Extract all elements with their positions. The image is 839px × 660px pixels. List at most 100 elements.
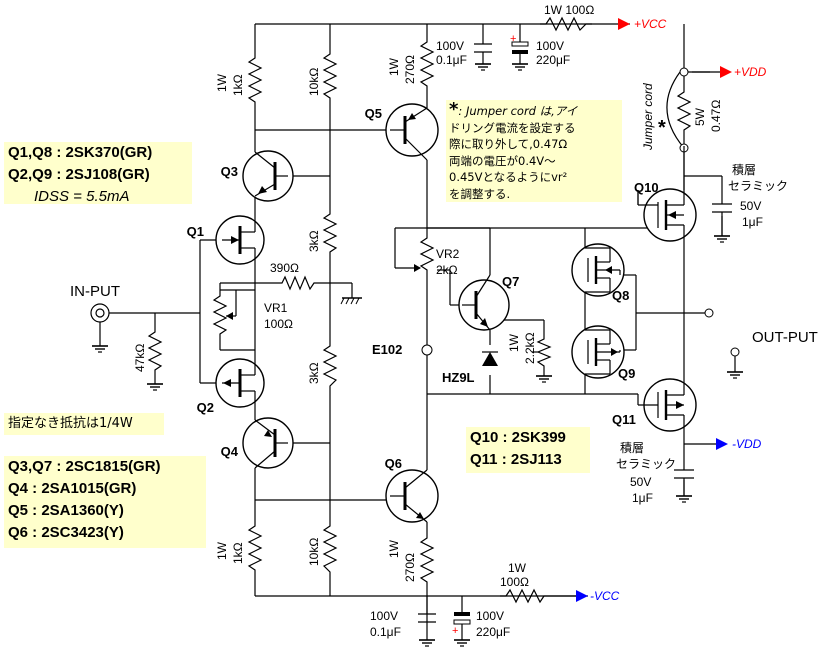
label-r100-bot-w: 1W xyxy=(508,561,527,575)
q5-bjt xyxy=(385,103,439,161)
q2-jfet xyxy=(215,358,265,408)
spec-line: Q11 : 2SJ113 xyxy=(470,451,562,468)
jumper-cord xyxy=(666,67,689,153)
label-vdd-pos: +VDD xyxy=(734,65,767,79)
label-vr2-val: 2kΩ xyxy=(436,263,458,277)
label-r1k-bot-w: 1W xyxy=(215,541,229,560)
r-1k-top xyxy=(247,52,263,112)
r-vr2 xyxy=(419,232,435,272)
label-c-bot-film-c: 0.1μF xyxy=(370,625,401,639)
jumper-note-line: を調整する. xyxy=(449,186,511,201)
label-r1k-top-v: 1kΩ xyxy=(231,74,245,96)
label-jumper-cord: Jumper cord xyxy=(641,83,655,151)
jumper-note-line: 際に取り外して,0.47Ω xyxy=(449,137,568,151)
label-cer-bot-3: 50V xyxy=(630,475,651,489)
label-q5: Q5 xyxy=(365,106,382,121)
label-q9: Q9 xyxy=(618,366,635,381)
spec-idss: IDSS = 5.5mA xyxy=(34,188,130,205)
label-r3k-a: 3kΩ xyxy=(307,230,321,252)
c-cer-bot xyxy=(674,469,694,479)
c-bot-film xyxy=(418,613,436,623)
r-1k-bot xyxy=(247,520,263,575)
jumper-note-line: 0.45Vとなるようにvr² xyxy=(449,170,568,184)
r-10k-top xyxy=(322,48,338,110)
r-3k-a xyxy=(322,208,338,256)
resistor-note: 指定なき抵抗は1/4W xyxy=(8,416,133,431)
label-r270-bot-w: 1W xyxy=(387,539,401,558)
label-r270-top-v: 270Ω xyxy=(403,55,417,84)
label-vcc-neg: -VCC xyxy=(590,589,620,603)
svg-text:+: + xyxy=(452,625,458,637)
resistors xyxy=(147,16,692,604)
r-10k-bot xyxy=(322,520,338,580)
label-r100-top: 1W 100Ω xyxy=(544,3,594,17)
label-c-top-elec-v: 100V xyxy=(536,39,564,53)
label-r10k-bot: 10kΩ xyxy=(307,538,321,566)
spec-line: Q3,Q7 : 2SC1815(GR) xyxy=(8,458,161,475)
label-r47k: 47kΩ xyxy=(133,344,147,372)
label-r100-bot-v: 100Ω xyxy=(500,575,529,589)
label-cer-bot-2: セラミック xyxy=(616,457,676,471)
label-q8: Q8 xyxy=(612,288,629,303)
r-3k-b xyxy=(322,340,338,390)
label-r1k-bot-v: 1kΩ xyxy=(231,542,245,564)
r-vr1 xyxy=(212,290,228,340)
label-q3: Q3 xyxy=(221,164,238,179)
r-047 xyxy=(676,86,692,136)
q1-jfet xyxy=(215,214,265,265)
vcc-arrow-top xyxy=(618,18,630,30)
q4-bjt xyxy=(242,417,294,469)
spec-resistor-note: 指定なき抵抗は1/4W xyxy=(4,413,164,435)
label-q4: Q4 xyxy=(221,444,239,459)
jumper-note-line: ドリング電流を設定する xyxy=(449,120,576,135)
label-c-top-film-c: 0.1μF xyxy=(436,53,467,67)
wiring xyxy=(99,23,736,640)
label-vdd-neg: -VDD xyxy=(732,437,762,451)
label-r22k-w: 1W xyxy=(507,333,521,352)
label-cer-top-4: 1μF xyxy=(742,215,763,229)
r-100-bot xyxy=(500,588,548,604)
jumper-note-marker: * xyxy=(449,99,459,120)
label-cer-top-1: 積層 xyxy=(732,162,756,177)
c-top-elec: + xyxy=(510,33,529,54)
r-22k xyxy=(536,335,552,368)
label-c-top-film-v: 100V xyxy=(436,39,464,53)
spec-line: Q1,Q8 : 2SK370(GR) xyxy=(8,144,153,161)
label-r3k-b: 3kΩ xyxy=(307,362,321,384)
r-270-top xyxy=(419,36,435,92)
label-r22k-v: 2.2kΩ xyxy=(523,332,537,364)
q9-mosfet xyxy=(571,325,625,379)
r-270-bot xyxy=(419,532,435,586)
label-r270-top-w: 1W xyxy=(387,57,401,76)
jumper-note: *: Jumper cord は,アイ ドリング電流を設定する 際に取り外して,… xyxy=(446,100,622,202)
label-c-bot-film-v: 100V xyxy=(370,609,398,623)
vdd-arrow-top xyxy=(692,66,732,78)
label-cer-top-2: セラミック xyxy=(728,179,788,193)
label-q7: Q7 xyxy=(502,274,519,289)
q3-bjt xyxy=(242,150,294,202)
label-r10k-top: 10kΩ xyxy=(307,68,321,96)
label-r390: 390Ω xyxy=(270,261,299,275)
label-e102: E102 xyxy=(372,342,402,357)
spec-line: Q2,Q9 : 2SJ108(GR) xyxy=(8,166,150,183)
label-q1: Q1 xyxy=(187,224,204,239)
q8-mosfet xyxy=(571,243,625,297)
label-q10: Q10 xyxy=(634,180,659,195)
spec-line: Q6 : 2SC3423(Y) xyxy=(8,524,124,541)
jumper-note-line: 両端の電圧が0.4V～ xyxy=(449,153,556,168)
label-cer-bot-4: 1μF xyxy=(632,491,653,505)
c-cer-top xyxy=(712,203,732,213)
label-vr2-name: VR2 xyxy=(436,247,460,261)
spec-line: Q10 : 2SK399 xyxy=(470,429,566,446)
label-hz9l: HZ9L xyxy=(442,370,475,385)
vr1-wiper xyxy=(226,290,237,320)
q10-mosfet xyxy=(638,188,697,242)
label-vr1-name: VR1 xyxy=(264,301,288,315)
jumper-note-line: : Jumper cord は,アイ xyxy=(458,104,578,118)
svg-text:+: + xyxy=(510,33,516,45)
label-r047-w: 5W xyxy=(693,107,707,126)
spec-output-fets: Q10 : 2SK399 Q11 : 2SJ113 xyxy=(466,427,590,473)
label-r047-v: 0.47Ω xyxy=(709,100,723,132)
